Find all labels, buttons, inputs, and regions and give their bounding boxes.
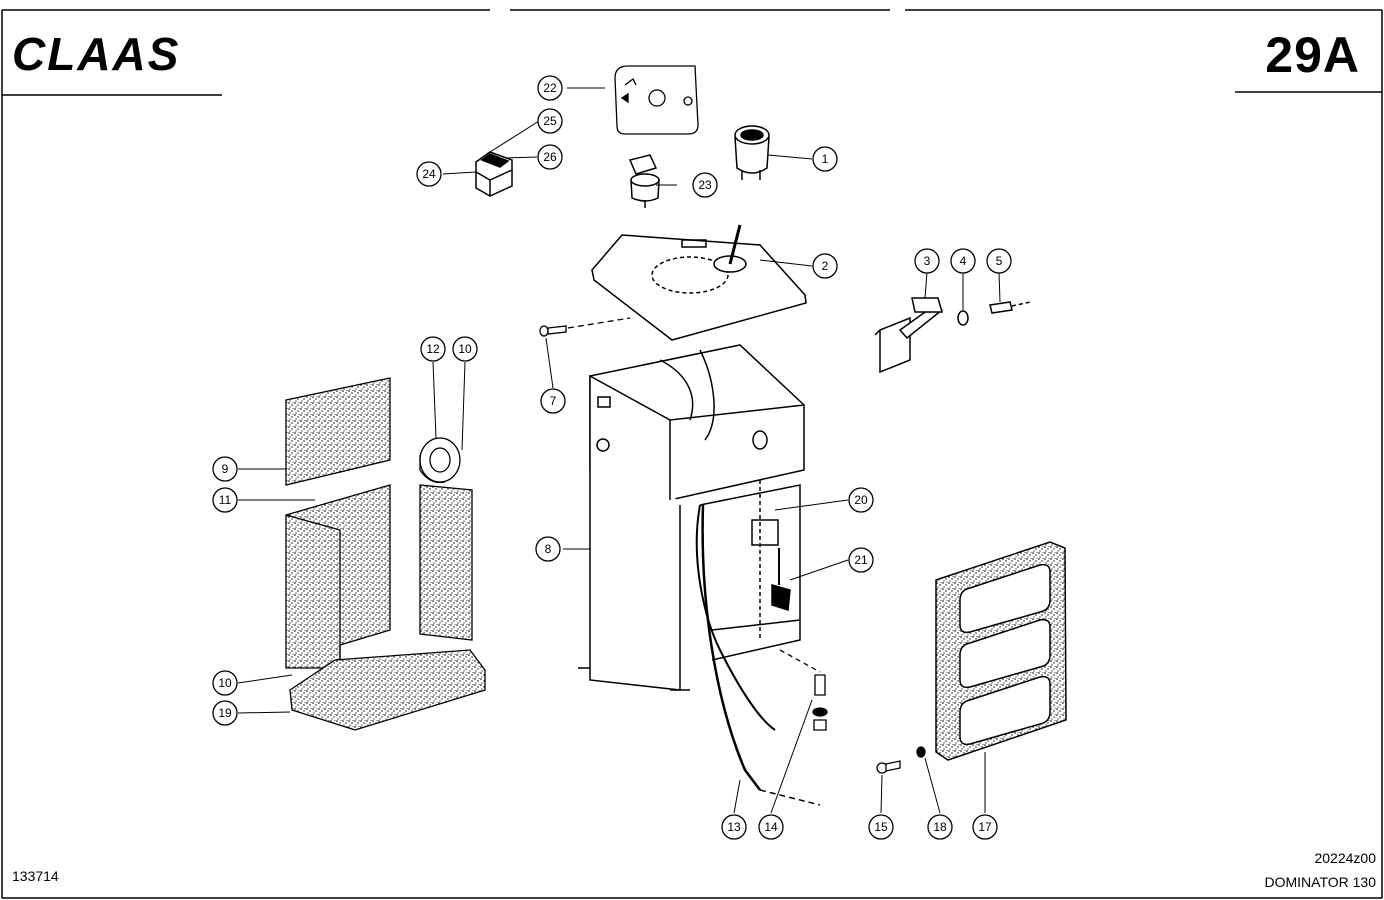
callout-c21: 21	[848, 547, 874, 573]
cable-clip-part	[751, 480, 791, 640]
callout-label: 9	[222, 462, 229, 476]
model-name: DOMINATOR 130	[1264, 874, 1376, 890]
callout-circle	[868, 814, 894, 840]
callout-label: 8	[545, 542, 552, 556]
callout-label: 5	[996, 254, 1003, 268]
document-id: 133714	[12, 868, 59, 884]
callout-c15: 15	[868, 814, 894, 840]
leader-lines	[237, 87, 1001, 814]
callout-label: 4	[960, 254, 967, 268]
callout-label: 20	[854, 493, 868, 507]
sheet-border	[1, 9, 1383, 899]
callout-c10b: 10	[212, 670, 238, 696]
callout-circle	[452, 336, 478, 362]
callout-circle	[537, 108, 563, 134]
screw-part-15	[876, 746, 926, 774]
callout-circle	[927, 814, 953, 840]
claas-logo: CLAAS	[12, 30, 180, 78]
callout-c13: 13	[721, 814, 747, 840]
callout-circle	[416, 161, 442, 187]
callout-c20: 20	[848, 487, 874, 513]
callout-circle	[950, 248, 976, 274]
callout-circle	[537, 75, 563, 101]
callout-c17: 17	[972, 814, 998, 840]
callout-c9: 9	[212, 456, 238, 482]
callout-label: 11	[219, 493, 232, 507]
callout-label: 3	[924, 254, 931, 268]
callout-circle	[914, 248, 940, 274]
callout-c10a: 10	[452, 336, 478, 362]
callout-c22: 22	[537, 75, 563, 101]
callout-circle	[848, 487, 874, 513]
brand-logo-text: CLAAS	[12, 30, 180, 78]
callout-label: 14	[764, 820, 778, 834]
callout-circle	[535, 536, 561, 562]
callout-circle	[986, 248, 1012, 274]
callout-c8: 8	[535, 536, 561, 562]
callout-c1: 1	[812, 146, 838, 172]
callout-c5: 5	[986, 248, 1012, 274]
callout-circle	[721, 814, 747, 840]
callout-label: 10	[218, 676, 232, 690]
callout-label: 2	[822, 259, 829, 273]
callout-circle	[812, 253, 838, 279]
callout-label: 18	[933, 820, 947, 834]
ignition-switch-part	[628, 154, 660, 208]
callout-label: 23	[698, 178, 712, 192]
callout-label: 17	[978, 820, 992, 834]
callout-circle	[420, 336, 446, 362]
drawing-number: 20224z00	[1314, 850, 1376, 866]
socket-part	[734, 125, 770, 180]
callout-label: 24	[422, 167, 436, 181]
insulation-panels	[285, 377, 486, 731]
callout-c25: 25	[537, 108, 563, 134]
callout-c12: 12	[420, 336, 446, 362]
callout-circle	[812, 146, 838, 172]
callout-circle	[758, 814, 784, 840]
callout-c2: 2	[812, 253, 838, 279]
bolt-part-14	[779, 649, 828, 731]
callout-circle	[212, 670, 238, 696]
callout-circle	[972, 814, 998, 840]
callout-c14: 14	[758, 814, 784, 840]
callout-c24: 24	[416, 161, 442, 187]
callout-circle	[212, 487, 238, 513]
callout-label: 21	[854, 553, 868, 567]
callout-c4: 4	[950, 248, 976, 274]
callout-circle	[212, 456, 238, 482]
callout-c3: 3	[914, 248, 940, 274]
callout-c18: 18	[927, 814, 953, 840]
callout-label: 25	[543, 114, 557, 128]
bracket-part	[874, 297, 1031, 374]
callout-circle	[848, 547, 874, 573]
callout-label: 12	[426, 342, 440, 356]
screw-part-7	[539, 317, 631, 337]
callout-c26: 26	[537, 144, 563, 170]
callout-label: 1	[822, 152, 829, 166]
cover-panel-part	[935, 541, 1067, 761]
callout-label: 26	[543, 150, 557, 164]
callout-c11: 11	[212, 487, 238, 513]
callout-circle	[692, 172, 718, 198]
page-number: 29A	[1265, 27, 1360, 83]
top-cover-part	[590, 224, 807, 341]
callout-label: 13	[727, 820, 741, 834]
callout-label: 15	[874, 820, 888, 834]
callout-label: 19	[218, 706, 232, 720]
callout-circle	[540, 388, 566, 414]
callout-circle	[212, 700, 238, 726]
callout-c7: 7	[540, 388, 566, 414]
callout-label: 22	[543, 81, 557, 95]
callout-label: 7	[550, 394, 557, 408]
callout-c23: 23	[692, 172, 718, 198]
decal-plate-part	[614, 65, 699, 135]
callout-label: 10	[458, 342, 472, 356]
callout-c19: 19	[212, 700, 238, 726]
callout-circle	[537, 144, 563, 170]
